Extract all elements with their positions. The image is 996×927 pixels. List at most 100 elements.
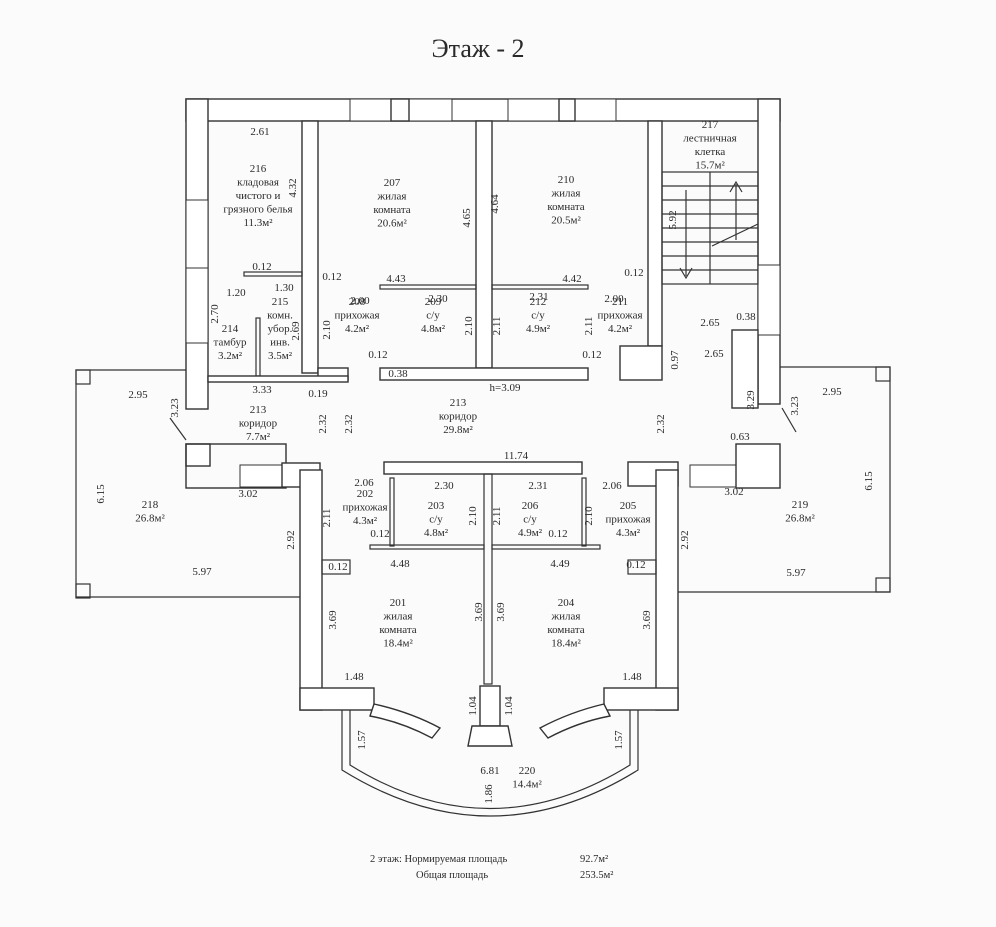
room-label-216-line-3: грязного белья	[223, 204, 292, 216]
room-label-213b-line-0: 213	[450, 397, 467, 409]
room-label-206-line-2: 4.9м²	[518, 527, 543, 539]
dimension-label: 2.00	[604, 293, 624, 305]
wall-207-210	[475, 120, 493, 369]
staircase	[661, 171, 759, 285]
bay-window-left	[369, 703, 442, 739]
bay-220-inner	[349, 710, 631, 810]
room-label-209-line-0: 209	[425, 296, 442, 308]
dimension-label: 5.97	[786, 567, 806, 579]
dimension-label: 11.74	[504, 450, 529, 462]
dimension-label: 0.12	[328, 561, 347, 573]
dimension-label: 0.12	[252, 261, 271, 273]
wall-215-left	[255, 317, 261, 377]
dimension-label: 2.30	[428, 293, 448, 305]
dimension-label: 0.12	[370, 528, 389, 540]
summary-normed-value: 92.7м²	[580, 854, 608, 865]
wall-204-nook	[627, 559, 657, 575]
dimension-label: 2.92	[679, 530, 691, 549]
dimension-label: 0.38	[388, 368, 408, 380]
central-column	[479, 685, 501, 727]
room-label-204-line-1: жилая	[551, 611, 581, 623]
bay-220-outer	[341, 710, 639, 817]
room-label-218-line-0: 218	[142, 499, 159, 511]
room-label-212-line-0: 212	[530, 296, 547, 308]
summary-total-value: 253.5м²	[580, 870, 613, 881]
wall-201-bottom	[299, 687, 375, 711]
room-label-208-line-2: 4.2м²	[345, 323, 370, 335]
room-label-217-line-3: 15.7м²	[695, 160, 725, 172]
dimension-label: 4.65	[461, 208, 473, 228]
dimension-label: 2.32	[655, 414, 667, 433]
dimension-label: 2.92	[285, 530, 297, 549]
door-left	[185, 267, 209, 344]
room-label-201-line-2: комната	[379, 624, 416, 636]
room-label-207-line-1: жилая	[377, 191, 407, 203]
dimension-label: 2.11	[321, 509, 333, 528]
wall-202-203	[389, 477, 395, 547]
dimension-label: 2.70	[209, 304, 221, 324]
room-label-207-line-0: 207	[384, 177, 401, 189]
terrace-218-post-bottom	[75, 583, 91, 599]
wall-bath-bottom	[379, 367, 589, 381]
dimension-label: 0.12	[626, 559, 645, 571]
room-label-202-line-0: 202	[357, 488, 374, 500]
dimension-label: 1.57	[356, 730, 368, 750]
room-label-218-line-1: 26.8м²	[135, 513, 165, 525]
wall-210-217	[647, 120, 663, 347]
room-label-206-line-1: с/у	[523, 514, 537, 526]
wall-204-bottom	[603, 687, 679, 711]
dimension-label: 0.97	[669, 350, 681, 370]
wall-217-pier	[731, 329, 759, 409]
wall-206-bottom	[491, 544, 601, 550]
room-label-215-line-1: комн.	[267, 310, 293, 322]
wall-215-top	[243, 271, 303, 277]
window-top-3	[507, 98, 561, 122]
window-top-4	[573, 98, 617, 122]
room-label-211-line-2: 4.2м²	[608, 323, 633, 335]
summary-total-label: Общая площадь	[416, 870, 488, 881]
room-label-202-line-2: 4.3м²	[353, 515, 378, 527]
room-label-205-line-1: прихожая	[605, 514, 650, 526]
room-label-213b-line-2: 29.8м²	[443, 424, 473, 436]
terrace-219-outline	[678, 366, 891, 593]
room-label-201-line-3: 18.4м²	[383, 638, 413, 650]
dimension-label: 2.11	[491, 317, 503, 336]
floor-title: Этаж - 2	[431, 34, 524, 63]
dimension-label: 3.69	[473, 602, 485, 622]
dimension-label: 2.10	[321, 320, 333, 340]
room-label-209-line-1: с/у	[426, 310, 440, 322]
dimension-label: 2.11	[583, 317, 595, 336]
room-label-212-line-1: с/у	[531, 310, 545, 322]
corridor-wall-center	[383, 461, 583, 475]
room-label-201-line-0: 201	[390, 597, 407, 609]
dimension-label: 4.43	[386, 273, 406, 285]
dimension-label: 2.32	[317, 414, 329, 433]
room-label-216-line-0: 216	[250, 163, 267, 175]
dimension-label: 2.61	[250, 126, 269, 138]
wall-209-top	[379, 284, 477, 290]
dimension-label: 1.04	[503, 696, 515, 716]
wall-201-nook	[321, 559, 351, 575]
room-label-213a-line-0: 213	[250, 404, 267, 416]
bay-window-right	[538, 703, 612, 739]
dimension-label: 2.11	[491, 507, 503, 526]
dimension-label: 2.69	[290, 321, 302, 341]
room-label-217-line-1: лестничная	[683, 133, 736, 145]
summary-normed-label: 2 этаж: Нормируемая площадь	[370, 854, 508, 865]
dimension-label: 2.10	[463, 316, 475, 336]
dimension-label: 2.65	[700, 317, 720, 329]
dimension-label: 1.86	[483, 784, 495, 804]
dimension-label: 6.15	[95, 484, 107, 504]
room-label-220-line-1: 14.4м²	[512, 779, 542, 791]
dimension-label: 2.95	[128, 389, 148, 401]
room-label-203-line-2: 4.8м²	[424, 527, 449, 539]
room-label-203-line-0: 203	[428, 500, 445, 512]
dimension-label: 2.10	[467, 506, 479, 526]
dimension-label: 1.30	[274, 282, 294, 294]
wall-211-bottom	[619, 345, 663, 381]
room-label-216-line-1: кладовая	[237, 177, 279, 189]
outer-wall-lower-right	[655, 469, 679, 711]
dimension-label: 2.10	[583, 506, 595, 526]
